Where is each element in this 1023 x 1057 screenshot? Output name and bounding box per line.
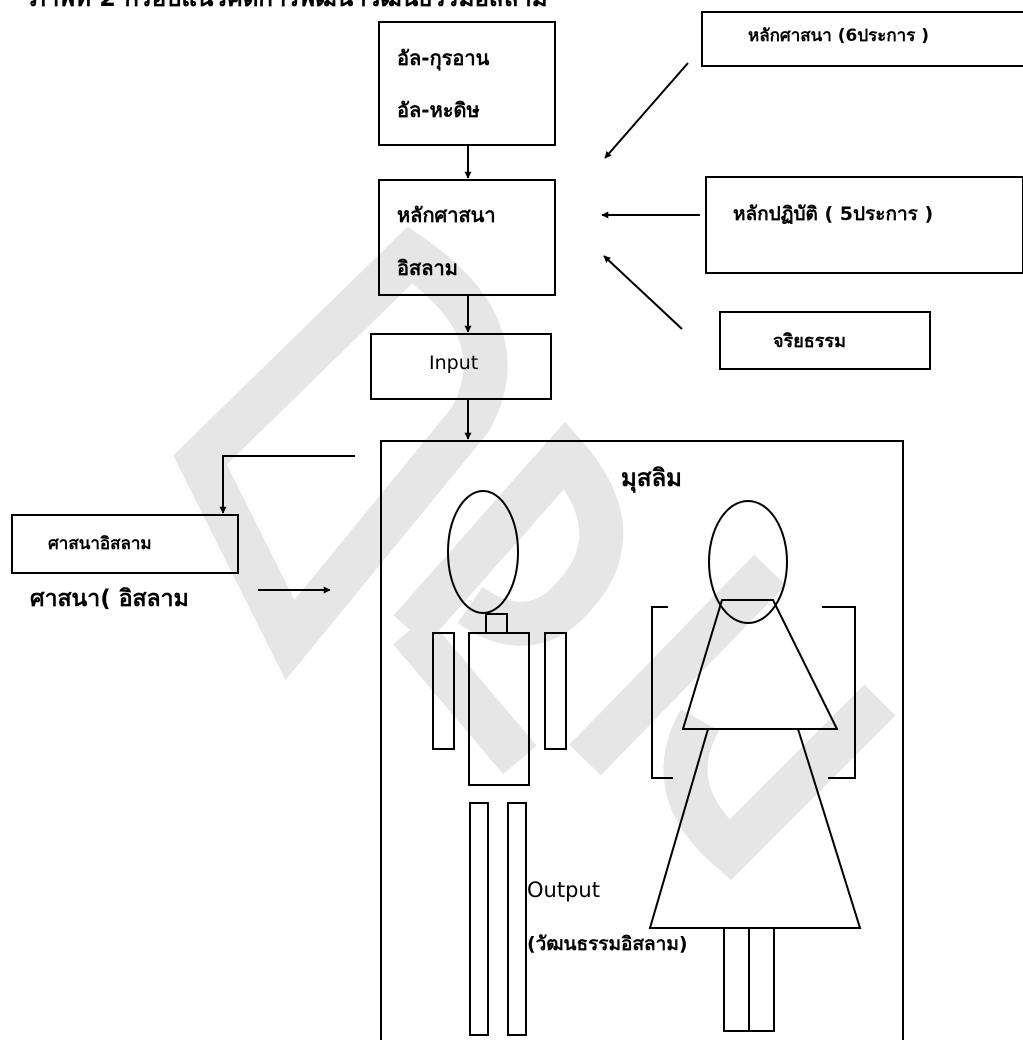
religion-islam-label: ศาสนา( อิสลาม — [30, 586, 189, 612]
islam-religion-box — [11, 514, 239, 574]
top-partial-caption: ภาพที่ 2 กรอบแนวคิดการพัฒนาวัฒนธรรมอิสลา… — [30, 0, 548, 10]
ethics-label: จริยธรรม — [773, 331, 846, 352]
female-upper-dress — [681, 599, 839, 730]
arrow-muslim-to-islam — [219, 455, 355, 514]
quran-label: อัล-กุรอาน — [397, 46, 490, 70]
female-right-bracket — [822, 606, 856, 779]
practice-principles-box — [705, 176, 1023, 274]
faith-principles-label: หลักศาสนา (6ประการ ) — [748, 26, 930, 46]
male-right-arm — [544, 632, 567, 750]
quran-hadith-box — [378, 21, 556, 146]
female-lower-dress — [648, 728, 862, 929]
islamic-principles-line1: หลักศาสนา — [397, 203, 496, 227]
male-left-leg — [469, 802, 489, 1036]
male-head — [447, 490, 519, 614]
female-left-leg — [723, 927, 750, 1032]
practice-principles-label: หลักปฏิบัติ ( 5ประการ ) — [733, 203, 934, 225]
faith-principles-box — [701, 11, 1023, 67]
input-label: Input — [429, 352, 479, 374]
male-neck — [485, 613, 508, 634]
male-body — [468, 632, 530, 786]
ethics-box — [719, 311, 931, 370]
islamic-culture-label: (วัฒนธรรมอิสลาม) — [527, 933, 688, 955]
hadith-label: อัล-หะดิษ — [397, 98, 480, 122]
muslim-box — [380, 440, 904, 1040]
female-left-bracket — [651, 606, 673, 779]
female-head — [708, 500, 788, 624]
arrow-faith — [604, 62, 689, 159]
islamic-principles-line2: อิสลาม — [397, 256, 458, 280]
male-left-arm — [432, 632, 455, 750]
input-box — [370, 333, 552, 400]
islam-religion-label: ศาสนาอิสลาม — [48, 534, 152, 554]
female-right-leg — [748, 927, 775, 1032]
male-right-leg — [507, 802, 527, 1036]
muslim-label: มุสลิม — [621, 464, 682, 492]
output-label: Output — [527, 878, 600, 902]
arrow-ethics — [603, 255, 683, 330]
